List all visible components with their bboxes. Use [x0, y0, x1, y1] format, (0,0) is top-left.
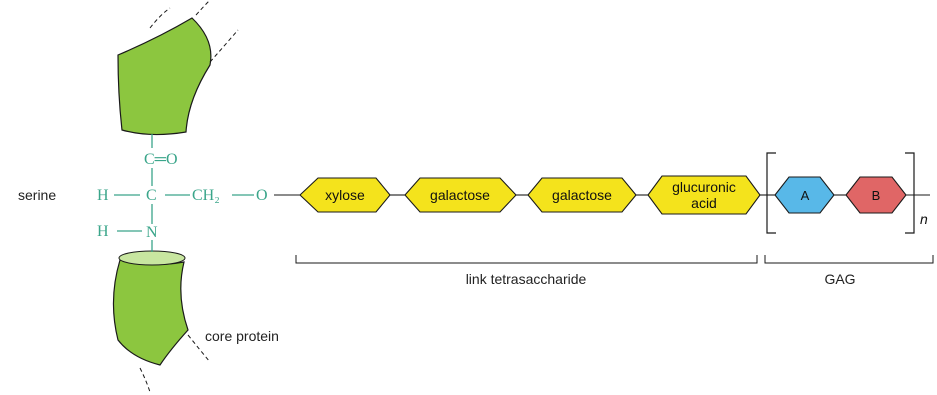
glucuronic-acid-sugar: glucuronic acid	[647, 175, 761, 215]
core-protein-label: core protein	[205, 328, 279, 344]
serine-label: serine	[18, 187, 56, 203]
galactose-label-2: galactose	[552, 187, 612, 203]
oxygen-label: O	[256, 187, 268, 204]
repeat-bracket	[766, 152, 915, 234]
link-tetrasaccharide-bracket	[295, 255, 758, 264]
galactose-label-1: galactose	[430, 187, 490, 203]
carbonyl-label: C═O	[144, 151, 178, 168]
repeat-unit-b: B	[845, 176, 907, 214]
c-alpha-label: C	[146, 187, 157, 204]
link-tetrasaccharide-label: link tetrasaccharide	[466, 271, 587, 287]
nitrogen-label: N	[146, 224, 158, 241]
h-atom-label: H	[97, 187, 109, 204]
core-protein-upper	[117, 0, 239, 136]
xylose-sugar: xylose	[299, 177, 391, 213]
serine-bonds	[114, 134, 254, 252]
unit-b-label: B	[872, 188, 881, 203]
unit-a-label: A	[801, 188, 810, 203]
glucuronic-label: glucuronic	[672, 179, 736, 195]
core-protein-lower	[112, 250, 211, 393]
galactose-sugar-1: galactose	[404, 177, 517, 213]
acid-label: acid	[691, 195, 717, 211]
repeat-count-label: n	[920, 211, 928, 227]
gag-bracket	[764, 255, 934, 264]
galactose-sugar-2: galactose	[527, 177, 637, 213]
ch2-label: CH₂	[192, 187, 220, 204]
h-atom-label-2: H	[97, 223, 109, 240]
repeat-unit-a: A	[774, 176, 835, 214]
gag-label: GAG	[824, 271, 855, 287]
xylose-label: xylose	[325, 187, 365, 203]
